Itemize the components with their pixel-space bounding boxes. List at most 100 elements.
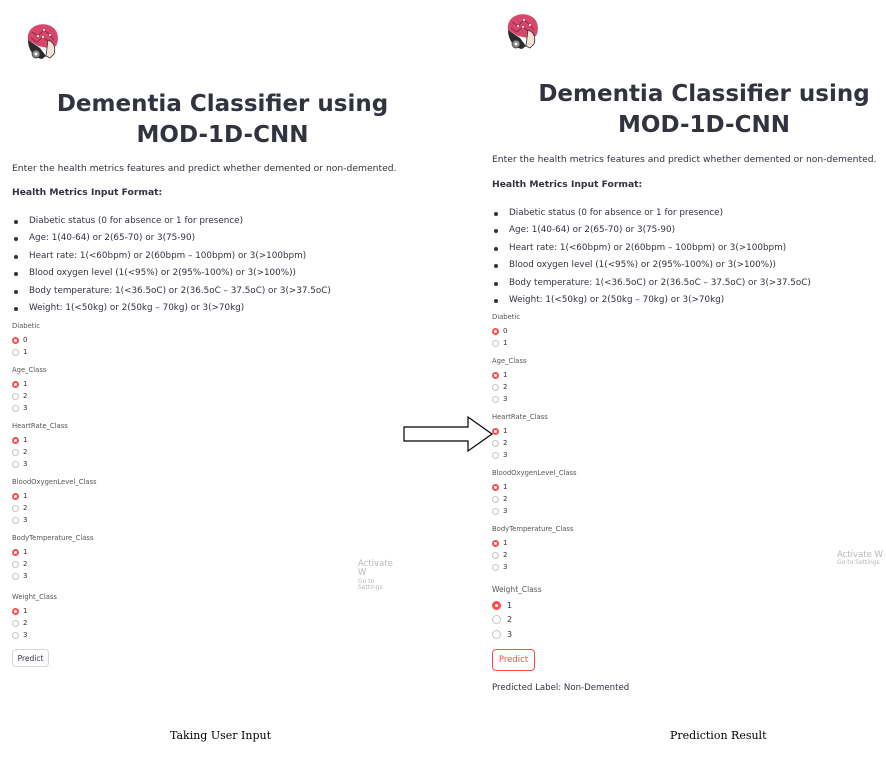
radio-option-1[interactable]: 1 xyxy=(12,546,94,558)
radio-option-2[interactable]: 2 xyxy=(12,502,97,514)
radio-button[interactable] xyxy=(12,516,19,524)
predict-button[interactable]: Predict xyxy=(12,649,49,667)
list-item: Weight: 1(<50kg) or 2(50kg – 70kg) or 3(… xyxy=(492,292,811,309)
radio-option-1[interactable]: 1 xyxy=(492,537,574,549)
radio-button[interactable] xyxy=(12,607,19,615)
radio-button[interactable] xyxy=(492,495,499,503)
radio-option-3[interactable]: 3 xyxy=(12,570,94,582)
radio-button[interactable] xyxy=(492,551,499,559)
radio-option-label: 3 xyxy=(503,507,508,515)
radio-button[interactable] xyxy=(492,327,499,335)
radio-option-label: 3 xyxy=(23,404,28,412)
radio-option-3[interactable]: 3 xyxy=(492,561,574,573)
radio-button[interactable] xyxy=(12,548,19,556)
radio-option-2[interactable]: 2 xyxy=(492,493,577,505)
radio-group-age-class: Age_Class 1 2 3 xyxy=(492,356,526,405)
radio-option-1[interactable]: 1 xyxy=(492,369,526,381)
radio-option-2[interactable]: 2 xyxy=(12,558,94,570)
radio-button[interactable] xyxy=(12,460,19,468)
radio-button[interactable] xyxy=(492,383,499,391)
radio-option-label: 2 xyxy=(23,619,28,627)
radio-button[interactable] xyxy=(492,439,499,447)
radio-option-3[interactable]: 3 xyxy=(492,627,542,642)
radio-button[interactable] xyxy=(12,504,19,512)
radio-button[interactable] xyxy=(12,336,19,344)
radio-group-label: Weight_Class xyxy=(12,593,57,601)
intro-text: Enter the health metrics features and pr… xyxy=(12,163,397,174)
radio-button[interactable] xyxy=(492,395,499,403)
radio-option-1[interactable]: 1 xyxy=(492,481,577,493)
radio-option-3[interactable]: 3 xyxy=(12,402,46,414)
radio-option-2[interactable]: 2 xyxy=(12,390,46,402)
radio-option-1[interactable]: 1 xyxy=(12,490,97,502)
radio-button[interactable] xyxy=(492,600,501,610)
radio-button[interactable] xyxy=(12,436,19,444)
radio-button[interactable] xyxy=(492,563,499,571)
radio-option-1[interactable]: 1 xyxy=(12,346,40,358)
radio-button[interactable] xyxy=(492,371,499,379)
radio-option-2[interactable]: 2 xyxy=(492,437,548,449)
radio-button[interactable] xyxy=(12,404,19,412)
radio-button[interactable] xyxy=(492,507,499,515)
radio-button[interactable] xyxy=(12,392,19,400)
brain-face-logo-icon xyxy=(500,11,542,53)
radio-option-3[interactable]: 3 xyxy=(12,458,68,470)
radio-option-1[interactable]: 1 xyxy=(12,378,46,390)
radio-button[interactable] xyxy=(492,539,499,547)
radio-button[interactable] xyxy=(492,629,501,639)
radio-option-label: 1 xyxy=(23,348,28,356)
radio-option-1[interactable]: 1 xyxy=(12,605,57,617)
watermark-line2: Go to Settings xyxy=(837,559,880,567)
radio-group-label: BodyTemperature_Class xyxy=(492,525,574,533)
radio-option-label: 2 xyxy=(507,615,513,625)
radio-group-bloodoxygen-class: BloodOxygenLevel_Class 1 2 3 xyxy=(492,468,577,517)
radio-option-2[interactable]: 2 xyxy=(492,549,574,561)
radio-option-0[interactable]: 0 xyxy=(12,334,40,346)
watermark-line1: Activate W xyxy=(837,550,883,560)
radio-option-0[interactable]: 0 xyxy=(492,325,520,337)
radio-group-heartrate-class: HeartRate_Class 1 2 3 xyxy=(12,421,68,470)
list-item: Body temperature: 1(<36.5oC) or 2(36.5oC… xyxy=(492,275,811,292)
radio-button[interactable] xyxy=(492,483,499,491)
radio-button[interactable] xyxy=(12,492,19,500)
radio-button[interactable] xyxy=(492,451,499,459)
radio-button[interactable] xyxy=(492,427,499,435)
radio-option-2[interactable]: 2 xyxy=(492,613,542,628)
activate-windows-watermark: Activate W Go to Settings xyxy=(358,559,400,592)
radio-button[interactable] xyxy=(12,348,19,356)
radio-option-label: 1 xyxy=(23,548,28,556)
radio-option-3[interactable]: 3 xyxy=(12,514,97,526)
list-item: Diabetic status (0 for absence or 1 for … xyxy=(12,213,331,230)
radio-option-label: 2 xyxy=(503,439,508,447)
radio-option-1[interactable]: 1 xyxy=(492,337,520,349)
radio-button[interactable] xyxy=(492,615,501,625)
radio-option-3[interactable]: 3 xyxy=(492,393,526,405)
radio-option-label: 2 xyxy=(503,495,508,503)
radio-group-heartrate-class: HeartRate_Class 1 2 3 xyxy=(492,412,548,461)
radio-group-bodytemperature-class: BodyTemperature_Class 1 2 3 xyxy=(492,524,574,573)
radio-button[interactable] xyxy=(12,631,19,639)
radio-button[interactable] xyxy=(12,560,19,568)
radio-button[interactable] xyxy=(12,619,19,627)
radio-option-label: 0 xyxy=(503,327,508,335)
predict-button[interactable]: Predict xyxy=(492,649,535,671)
page-title: Dementia Classifier using MOD-1D-CNN xyxy=(480,79,886,141)
radio-button[interactable] xyxy=(492,339,499,347)
radio-option-2[interactable]: 2 xyxy=(12,617,57,629)
radio-option-1[interactable]: 1 xyxy=(492,425,548,437)
page-title-line1: Dementia Classifier using xyxy=(56,91,389,117)
radio-group-label: BloodOxygenLevel_Class xyxy=(492,469,577,477)
radio-option-3[interactable]: 3 xyxy=(492,505,577,517)
radio-option-1[interactable]: 1 xyxy=(12,434,68,446)
radio-button[interactable] xyxy=(12,448,19,456)
radio-option-1[interactable]: 1 xyxy=(492,598,542,613)
radio-option-3[interactable]: 3 xyxy=(492,449,548,461)
list-item: Blood oxygen level (1(<95%) or 2(95%-100… xyxy=(12,265,331,282)
radio-option-2[interactable]: 2 xyxy=(12,446,68,458)
radio-button[interactable] xyxy=(12,572,19,580)
radio-option-3[interactable]: 3 xyxy=(12,629,57,641)
radio-option-label: 2 xyxy=(23,392,28,400)
radio-button[interactable] xyxy=(12,380,19,388)
format-list: Diabetic status (0 for absence or 1 for … xyxy=(12,213,331,317)
radio-option-2[interactable]: 2 xyxy=(492,381,526,393)
